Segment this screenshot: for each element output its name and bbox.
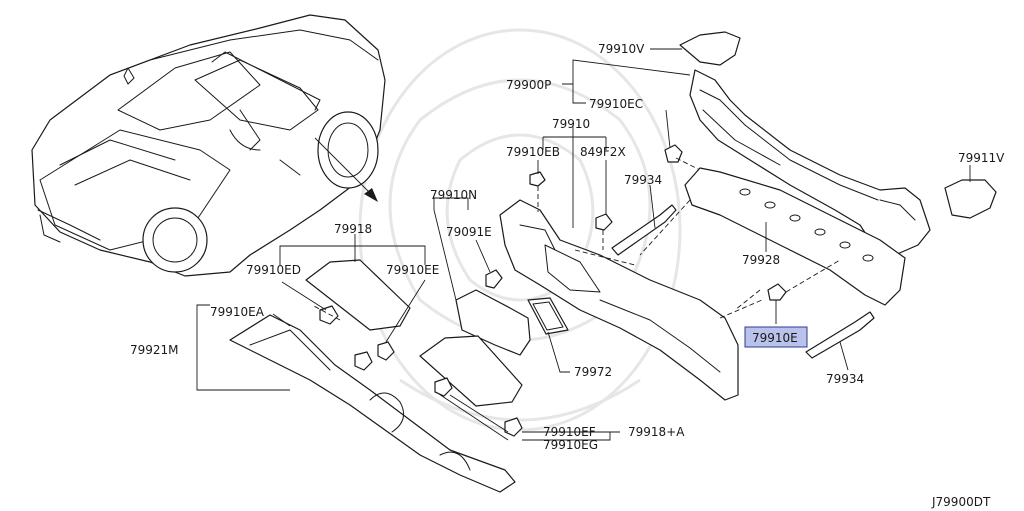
label-79910EC[interactable]: 79910EC: [589, 97, 643, 111]
label-79972[interactable]: 79972: [574, 365, 612, 379]
diagram-code: J79900DT: [931, 495, 991, 509]
part-79934-bracket-top: [611, 204, 677, 256]
leader-lines: [196, 48, 971, 441]
label-79934-bottom[interactable]: 79934: [826, 372, 864, 386]
label-79921M[interactable]: 79921M: [130, 343, 179, 357]
label-79910V[interactable]: 79910V: [598, 42, 645, 56]
part-79921M-trim: [229, 314, 516, 493]
label-79910EB[interactable]: 79910EB: [506, 145, 560, 159]
part-79910N-side-panel: [455, 289, 531, 356]
clip-79910E: [767, 283, 787, 301]
part-79934-bracket-bottom: [805, 311, 875, 359]
part-79900P-rear-panel: [689, 69, 931, 256]
label-79934-top[interactable]: 79934: [624, 173, 662, 187]
label-79911V[interactable]: 79911V: [958, 151, 1005, 165]
part-labels: 79910V 79900P 79910EC 79910 79910EB 849F…: [130, 42, 1005, 509]
part-79910-lower-panel: [499, 199, 739, 401]
clip-849F2X: [595, 213, 613, 231]
label-79918[interactable]: 79918: [334, 222, 372, 236]
part-79910V-cap: [679, 31, 741, 66]
clip-79910EC: [664, 144, 683, 163]
label-79910ED[interactable]: 79910ED: [246, 263, 301, 277]
part-79972-pad: [527, 297, 569, 335]
label-79910N[interactable]: 79910N: [430, 188, 477, 202]
clip-79091E: [485, 269, 503, 289]
callout-arrow: [314, 137, 378, 202]
label-79910[interactable]: 79910: [552, 117, 590, 131]
label-79928[interactable]: 79928: [742, 253, 780, 267]
label-79918A[interactable]: 79918+A: [628, 425, 685, 439]
label-79900P[interactable]: 79900P: [506, 78, 551, 92]
label-79910EA[interactable]: 79910EA: [210, 305, 265, 319]
label-79910EF[interactable]: 79910EF: [543, 425, 596, 439]
label-849F2X[interactable]: 849F2X: [580, 145, 626, 159]
part-79911V-cap: [944, 179, 997, 219]
label-79910E-highlighted[interactable]: 79910E: [752, 331, 798, 345]
highlight-box: [744, 326, 808, 348]
car-illustration: [31, 14, 386, 277]
label-79091E[interactable]: 79091E: [446, 225, 492, 239]
label-79910EE[interactable]: 79910EE: [386, 263, 439, 277]
part-79918A-pad: [419, 335, 523, 437]
part-79918-pad: [305, 259, 411, 371]
label-79910EG[interactable]: 79910EG: [543, 438, 598, 452]
part-79928-rail: [684, 167, 906, 306]
clip-79910EB: [529, 171, 546, 187]
